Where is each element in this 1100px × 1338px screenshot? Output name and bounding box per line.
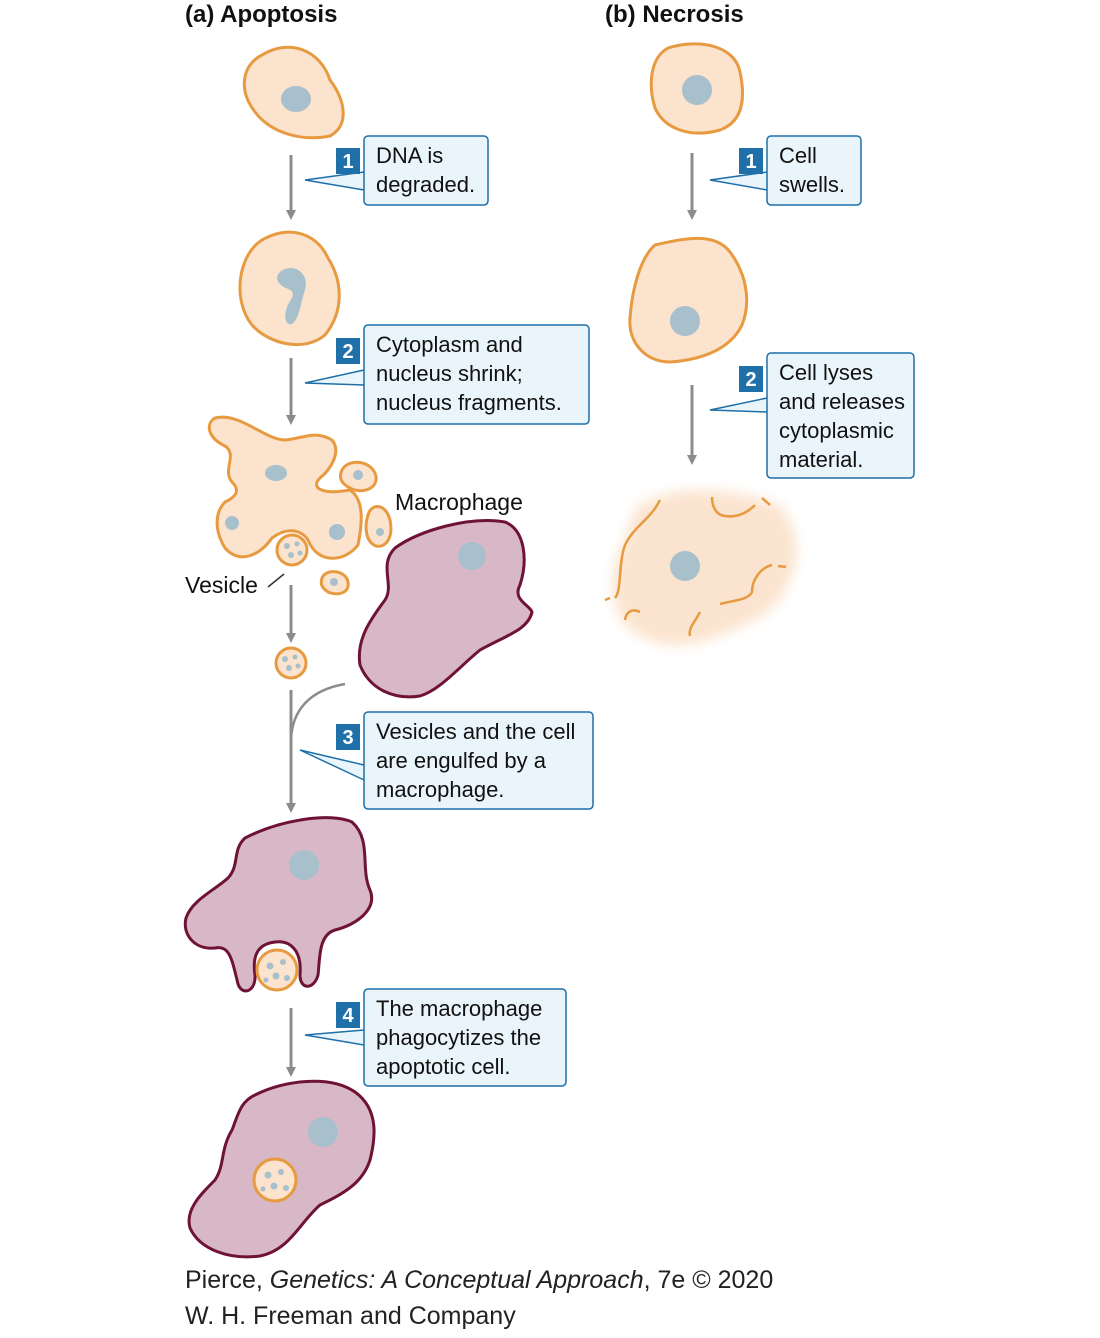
step-number-badge <box>336 338 360 364</box>
nucleus <box>682 75 712 105</box>
vesicle-label: Vesicle <box>185 572 258 598</box>
callout-text-line: Cytoplasm and <box>376 332 523 357</box>
step-number: 1 <box>745 151 756 173</box>
necrosis-step-1-callout: 1 Cell swells. <box>709 135 862 206</box>
macrophage <box>357 519 534 699</box>
callout-pointer <box>299 749 365 781</box>
step-number: 2 <box>745 369 756 391</box>
credit-line-2: W. H. Freeman and Company <box>185 1302 516 1330</box>
step-number: 4 <box>342 1005 354 1027</box>
nucleus <box>670 306 700 336</box>
panel-title-apoptosis: (a) Apoptosis <box>185 1 337 28</box>
step-number-badge <box>336 1002 360 1028</box>
fragmented-nucleus <box>277 268 306 325</box>
nucleus <box>289 850 319 880</box>
callout-text-line: DNA is <box>376 143 443 168</box>
apoptosis-step-4-callout: 4 The macrophage phagocytizes the apoptotic… <box>304 988 567 1087</box>
necrosis-cell-initial <box>649 42 744 135</box>
callout-text-line: macrophage. <box>376 777 504 802</box>
apoptosis-step-3-callout: 3 Vesicles and the cell are engulfed by a m… <box>299 711 594 810</box>
callout-text-line: material. <box>779 447 863 472</box>
callout-box <box>363 988 567 1087</box>
necrosis-cell-lysed <box>604 489 797 646</box>
vesicle-leader-line <box>267 573 285 588</box>
callout-text-line: Cell <box>779 143 817 168</box>
panel-title-necrosis: (b) Necrosis <box>605 1 744 28</box>
callout-box <box>766 352 915 479</box>
callout-text-line: cytoplasmic <box>779 418 894 443</box>
callout-text-line: phagocytizes the <box>376 1025 541 1050</box>
credit-book-title: Genetics: A Conceptual Approach <box>269 1266 644 1294</box>
step-number: 3 <box>342 727 353 749</box>
apoptosis-step-2-callout: 2 Cytoplasm and nucleus shrink; nucleus fra… <box>304 324 590 425</box>
callout-text-line: swells. <box>779 172 845 197</box>
step-number: 1 <box>342 151 353 173</box>
necrosis-callouts: 1 Cell swells. 2 Cell lyses and releases cytop… <box>709 135 915 479</box>
callout-box <box>363 135 489 206</box>
phagocytized-vesicle <box>252 1157 298 1203</box>
apoptosis-step-1-callout: 1 DNA is degraded. <box>304 135 489 206</box>
callout-pointer <box>709 397 768 413</box>
callout-text-line: degraded. <box>376 172 475 197</box>
nucleus <box>458 542 486 570</box>
step-number-badge <box>336 148 360 174</box>
callout-box <box>363 711 594 810</box>
macrophage-label: Macrophage <box>395 489 523 515</box>
step-number-badge <box>739 366 763 392</box>
callout-text-line: apoptotic cell. <box>376 1054 511 1079</box>
engulfed-vesicle <box>255 948 299 992</box>
callout-text-line: Cell lyses <box>779 360 873 385</box>
apoptosis-callouts: 1 DNA is degraded. 2 Cytoplasm and nucleus sh… <box>299 135 594 1087</box>
necrosis-step-2-callout: 2 Cell lyses and releases cytoplasmic materi… <box>709 352 915 479</box>
credit-author: Pierce, <box>185 1266 270 1294</box>
nucleus-fragment <box>265 465 287 481</box>
callout-pointer <box>304 369 365 386</box>
nucleus-fragment <box>225 516 239 530</box>
callout-box <box>363 324 590 425</box>
callout-pointer <box>304 171 365 191</box>
step-number-badge <box>739 148 763 174</box>
callout-text-line: are engulfed by a <box>376 748 547 773</box>
callout-text-line: The macrophage <box>376 996 542 1021</box>
macrophage-phagocytized <box>187 1079 376 1259</box>
step-number: 2 <box>342 341 353 363</box>
step-number-badge <box>336 724 360 750</box>
apoptosis-cell-fragmenting <box>207 415 393 596</box>
credit-line-1: Pierce, Genetics: A Conceptual Approach,… <box>185 1266 773 1295</box>
vesicle <box>275 533 309 567</box>
credit-edition: , 7e © 2020 <box>643 1266 774 1294</box>
necrosis-cell-swollen <box>628 236 749 364</box>
macrophage-engulfing <box>183 816 374 993</box>
apoptosis-cell-degraded-dna <box>238 230 341 347</box>
callout-text-line: Vesicles and the cell <box>376 719 575 744</box>
callout-text-line: and releases <box>779 389 905 414</box>
nucleus-fragment <box>329 524 345 540</box>
callout-text-line: nucleus fragments. <box>376 390 562 415</box>
callout-text-line: nucleus shrink; <box>376 361 523 386</box>
apoptosis-cell-initial <box>242 45 345 140</box>
nucleus <box>281 86 311 112</box>
released-vesicle <box>274 646 308 680</box>
callout-box <box>766 135 862 206</box>
callout-pointer <box>304 1029 365 1046</box>
nucleus <box>670 551 700 581</box>
callout-pointer <box>709 171 768 191</box>
nucleus <box>308 1117 338 1147</box>
